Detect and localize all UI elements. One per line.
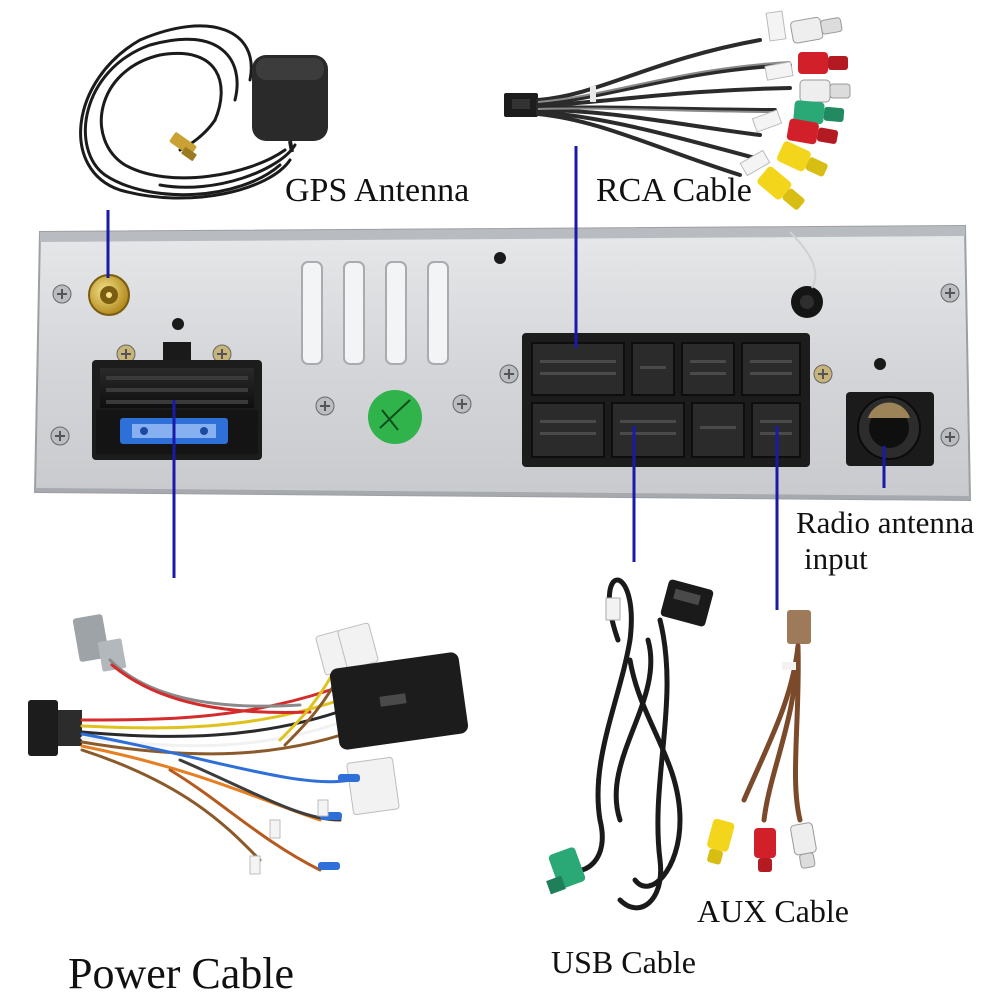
power-cable-harness <box>28 614 469 875</box>
vent-slots <box>301 261 449 365</box>
usb-cable <box>546 577 714 911</box>
rca-plug-icon <box>707 818 817 872</box>
coax-antenna-port-icon <box>88 274 130 316</box>
pointer-lines <box>106 146 886 610</box>
usb-cable-label: USB Cable <box>551 944 696 980</box>
power-cable-label: Power Cable <box>68 949 295 998</box>
gps-antenna-label: GPS Antenna <box>285 172 470 209</box>
white-connector-icon <box>315 622 400 816</box>
gps-antenna-cable <box>79 24 297 200</box>
radio-label-line1: Radio antenna <box>796 505 975 540</box>
wifi-antenna-port-icon <box>789 231 823 318</box>
rca-plug-icon <box>757 16 851 210</box>
aux-cable <box>707 610 817 872</box>
radio-label-line2: input <box>804 541 868 576</box>
gps-puck-icon <box>252 55 328 153</box>
sma-connector-icon <box>169 132 197 161</box>
qc-sticker <box>368 390 422 444</box>
rca-cable-label: RCA Cable <box>596 172 752 209</box>
radio-antenna-input-label: Radio antenna input <box>796 505 974 577</box>
radio-antenna-port-icon <box>846 392 934 466</box>
grey-connector-icon <box>72 614 127 672</box>
screw-icon <box>50 283 960 447</box>
usb-plug-icon <box>660 579 714 627</box>
aux-cable-label: AUX Cable <box>697 893 849 929</box>
rca-cable <box>504 10 851 210</box>
head-unit-rear-panel <box>33 224 972 502</box>
usb-green-plug-icon <box>546 847 586 895</box>
iso-plug-icon <box>28 700 82 756</box>
multi-connector-block-icon <box>522 333 810 467</box>
can-decoder-box-icon <box>329 652 469 750</box>
